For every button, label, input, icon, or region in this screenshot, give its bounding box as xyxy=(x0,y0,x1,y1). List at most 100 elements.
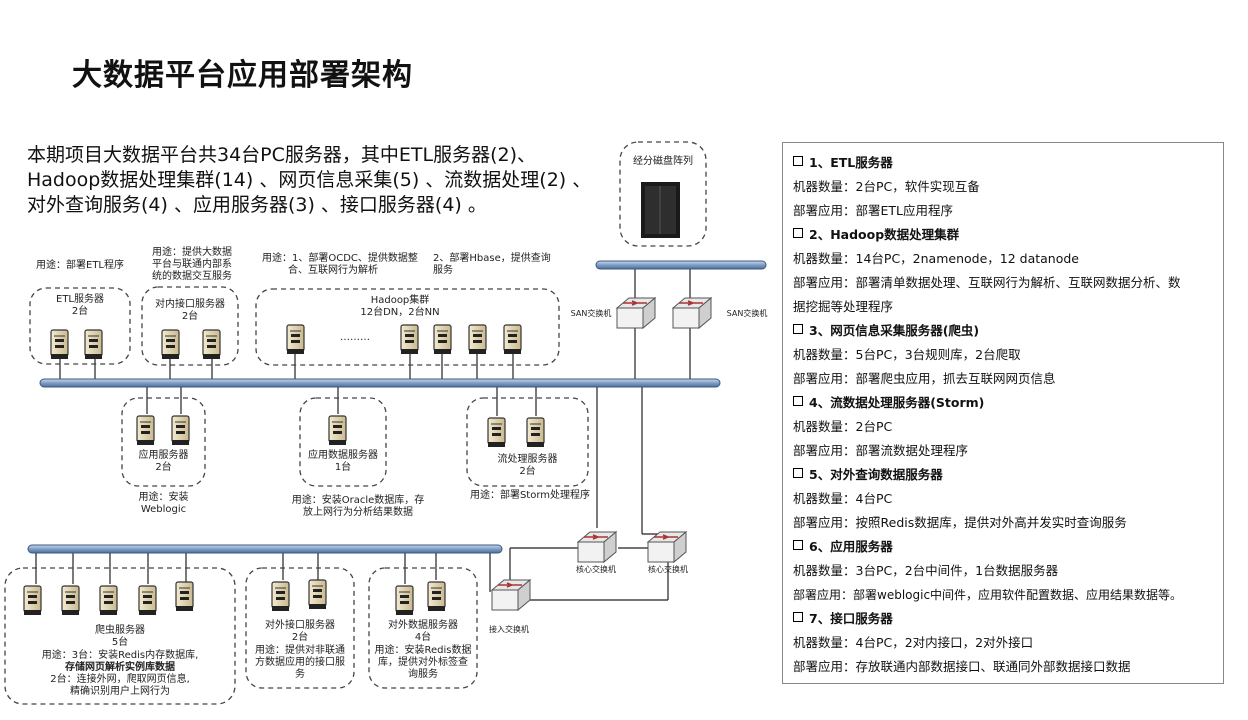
server-icon xyxy=(50,329,69,360)
san-storage-label: 经分磁盘阵列 xyxy=(633,156,693,167)
external-if-count: 2台 xyxy=(291,632,309,643)
app-data-server-purpose: 用途：安装Oracle数据库，存 xyxy=(291,495,425,506)
intro-line: 对外查询服务(4) 、应用服务器(3) 、接口服务器(4) 。 xyxy=(27,194,487,216)
server-icon xyxy=(395,585,414,616)
main-network-bus xyxy=(39,378,721,388)
app-data-server-name: 应用数据服务器 xyxy=(308,450,378,461)
section-line: 部署应用：存放联通内部数据接口、联通同外部数据接口数据 xyxy=(793,659,1131,674)
external-data-purpose: 询服务 xyxy=(408,669,438,680)
section-line: 机器数量：4台PC，2对内接口，2对外接口 xyxy=(793,635,1034,650)
section-heading: 2、Hadoop数据处理集群 xyxy=(793,223,1223,247)
lower-network-bus xyxy=(27,544,503,554)
hadoop-purpose: 用途：1、部署OCDC、提供数据整 xyxy=(262,253,418,264)
section-heading: 4、流数据处理服务器(Storm) xyxy=(793,391,1223,415)
server-icon xyxy=(400,324,419,355)
storage-array-icon xyxy=(641,182,680,238)
core-switch-label: 核心交换机 xyxy=(576,565,616,574)
server-icon xyxy=(468,324,487,355)
section-line: 机器数量：14台PC，2namenode，12 datanode xyxy=(793,251,1079,266)
server-icon xyxy=(286,324,305,355)
access-switch-label: 接入交换机 xyxy=(489,625,529,634)
section-line: 部署应用：按照Redis数据库，提供对外高并发实时查询服务 xyxy=(793,515,1127,530)
checkbox-icon xyxy=(793,468,803,478)
section-line: 部署应用：部署清单数据处理、互联网行为解析、互联网数据分析、数 xyxy=(793,275,1181,290)
checkbox-icon xyxy=(793,228,803,238)
external-if-purpose: 方数据应用的接口服 xyxy=(255,657,345,668)
app-server-purpose: Weblogic xyxy=(140,504,187,515)
page-title: 大数据平台应用部署架构 xyxy=(72,58,413,93)
app-server-purpose: 用途：安装 xyxy=(138,492,189,503)
server-icon xyxy=(503,324,522,355)
section-line: 部署应用：部署ETL应用程序 xyxy=(793,203,953,218)
san-switch-icon xyxy=(672,297,712,329)
server-icon xyxy=(84,329,103,360)
checkbox-icon xyxy=(793,324,803,334)
external-if-purpose: 务 xyxy=(295,669,305,680)
server-icon xyxy=(433,324,452,355)
section-line: 部署应用：部署流数据处理程序 xyxy=(793,443,969,458)
server-icon xyxy=(61,585,80,616)
server-icon xyxy=(427,581,446,612)
description-panel: 1、ETL服务器 机器数量：2台PC，软件实现互备 部署应用：部署ETL应用程序… xyxy=(782,142,1224,684)
server-icon xyxy=(202,329,221,360)
checkbox-icon xyxy=(793,540,803,550)
server-icon xyxy=(526,417,545,448)
architecture-diagram xyxy=(4,141,767,705)
server-icon xyxy=(308,579,327,610)
section-line: 部署应用：部署爬虫应用，抓去互联网网页信息 xyxy=(793,371,1056,386)
intro-text: 本期项目大数据平台共34台PC服务器，其中ETL服务器(2)、 Hadoop数据… xyxy=(27,143,667,218)
internal-if-purpose: 平台与联通内部系 xyxy=(152,259,232,270)
section-line: 机器数量：5台PC，3台规则库，2台爬取 xyxy=(793,347,1021,362)
san-switch-label: SAN交换机 xyxy=(726,309,768,318)
checkbox-icon xyxy=(793,396,803,406)
hadoop-name: Hadoop集群 xyxy=(370,295,430,306)
app-server-count: 2台 xyxy=(155,462,172,473)
server-icon xyxy=(328,415,347,446)
crawler-purpose: 用途：3台：安装Redis内存数据库, xyxy=(41,650,199,661)
server-icon xyxy=(175,581,194,612)
san-bus xyxy=(595,260,767,270)
app-data-server-count: 1台 xyxy=(334,462,352,473)
internal-if-name: 对内接口服务器 xyxy=(155,299,225,310)
external-if-purpose: 用途：提供对非联通 xyxy=(255,645,345,656)
core-switch-icon xyxy=(577,531,617,563)
etl-purpose: 用途：部署ETL程序 xyxy=(36,260,124,271)
stream-server-name: 流处理服务器 xyxy=(497,454,558,465)
section-heading: 3、网页信息采集服务器(爬虫) xyxy=(793,319,1223,343)
internal-if-purpose: 统的数据交互服务 xyxy=(152,271,232,282)
server-icon xyxy=(138,585,157,616)
checkbox-icon xyxy=(793,156,803,166)
section-heading: 5、对外查询数据服务器 xyxy=(793,463,1223,487)
section-line: 据挖掘等处理程序 xyxy=(793,299,894,314)
section-line: 机器数量：2台PC，软件实现互备 xyxy=(793,179,980,194)
app-server-name: 应用服务器 xyxy=(138,450,189,461)
intro-line: 本期项目大数据平台共34台PC服务器，其中ETL服务器(2)、 xyxy=(27,144,537,166)
crawler-purpose: 精确识别用户上网行为 xyxy=(70,686,170,697)
server-icon xyxy=(99,585,118,616)
external-data-purpose: 库，提供对外标签查 xyxy=(378,657,468,668)
app-data-server-purpose: 放上网行为分析结果数据 xyxy=(303,507,413,518)
server-icon xyxy=(136,415,155,446)
crawler-purpose: 2台：连接外网，爬取网页信息, xyxy=(50,674,190,685)
hadoop-ellipsis: ……… xyxy=(340,332,370,343)
external-data-name: 对外数据服务器 xyxy=(388,620,458,631)
section-heading: 6、应用服务器 xyxy=(793,535,1223,559)
san-switch-label: SAN交换机 xyxy=(570,309,612,318)
server-icon xyxy=(271,581,290,612)
hadoop-purpose: 合、互联网行为解析 xyxy=(288,265,378,276)
etl-count: 2台 xyxy=(71,306,89,317)
hadoop-purpose: 服务 xyxy=(433,265,453,276)
core-switch-label: 核心交换机 xyxy=(648,565,688,574)
section-line: 机器数量：3台PC，2台中间件，1台数据服务器 xyxy=(793,563,1059,578)
checkbox-icon xyxy=(793,612,803,622)
etl-name: ETL服务器 xyxy=(56,294,104,305)
external-data-purpose: 用途：安装Redis数据 xyxy=(374,645,472,656)
server-icon xyxy=(161,329,180,360)
server-icon xyxy=(487,417,506,448)
server-icon xyxy=(23,585,42,616)
hadoop-count: 12台DN，2台NN xyxy=(360,307,440,318)
section-line: 机器数量：2台PC xyxy=(793,419,893,434)
access-switch-icon xyxy=(491,579,531,611)
internal-if-purpose: 用途：提供大数据 xyxy=(152,247,232,258)
external-if-name: 对外接口服务器 xyxy=(265,620,335,631)
